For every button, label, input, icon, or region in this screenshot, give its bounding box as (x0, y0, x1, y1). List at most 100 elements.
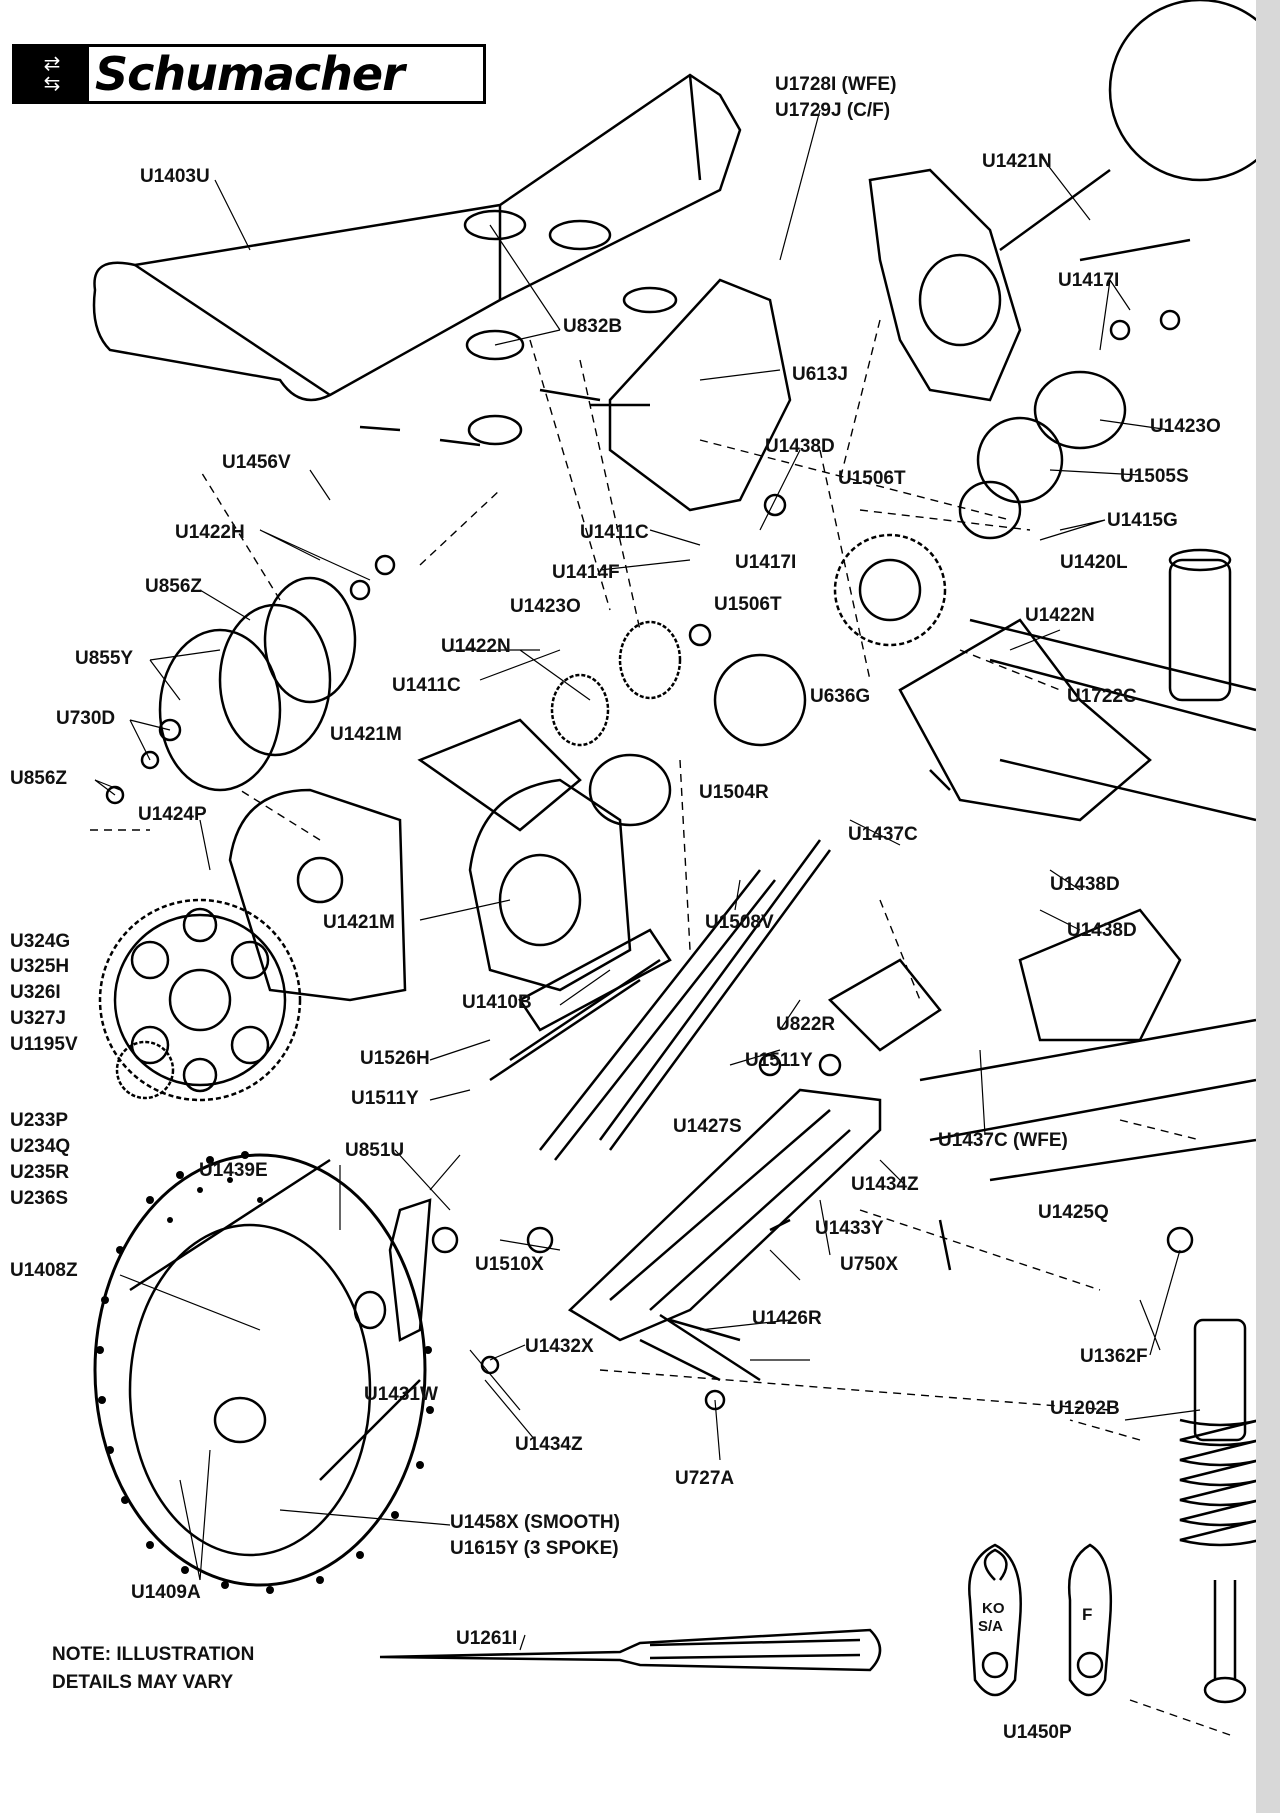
part-label: U1438D (1050, 874, 1120, 895)
part-label: U613J (792, 364, 848, 385)
slipper-plate (158, 628, 282, 792)
wing-mount (463, 209, 527, 241)
part-label: U1410B (462, 992, 532, 1013)
rear-arm-mount (898, 618, 1152, 822)
shock-body (1168, 558, 1232, 702)
part-label: U1526H (360, 1048, 430, 1069)
part-label: U1423O (1150, 416, 1221, 437)
part-label: U326I (10, 982, 61, 1003)
part-label: U327J (10, 1008, 66, 1029)
illustration-note-line2: DETAILS MAY VARY (52, 1672, 234, 1693)
drive-shaft (539, 869, 776, 1161)
servo-saver-ko (968, 1543, 1022, 1697)
part-label: U1434Z (851, 1174, 919, 1195)
part-label: U832B (563, 316, 623, 337)
motor-plate (228, 788, 407, 1002)
part-label: U1421M (323, 912, 395, 933)
servo-sa-mark: S/A (978, 1618, 1004, 1635)
part-label: U1403U (140, 166, 210, 187)
diff-ring (1033, 370, 1127, 450)
part-label: U1421M (330, 724, 402, 745)
part-label: U730D (56, 708, 116, 729)
part-label: U822R (776, 1014, 836, 1035)
suspension-arm (567, 1088, 882, 1342)
part-label: U235R (10, 1162, 70, 1183)
part-label: U1417I (1058, 270, 1120, 291)
part-label: U727A (675, 1468, 735, 1489)
part-label: U1424P (138, 804, 207, 825)
part-label: U1438D (1067, 920, 1137, 941)
page-edge-shadow (1256, 0, 1280, 1813)
part-label: U1261I (456, 1628, 518, 1649)
part-label: U1426R (752, 1308, 822, 1329)
part-label: U1422N (1025, 605, 1095, 626)
servo-saver-f (1068, 1543, 1113, 1697)
part-label: U1506T (714, 594, 782, 615)
part-label: U1511Y (745, 1050, 813, 1071)
part-label: U1458X (SMOOTH) (450, 1512, 620, 1533)
rear-plate (608, 278, 792, 512)
servo-f-mark: F (1082, 1605, 1093, 1624)
part-label: U1415G (1107, 510, 1178, 531)
bulkhead (827, 958, 942, 1052)
part-label: U1434Z (515, 1434, 583, 1455)
part-label: U1425Q (1038, 1202, 1109, 1223)
part-label: U856Z (145, 576, 203, 597)
screwdriver (379, 1628, 882, 1672)
shock-body-lower (1193, 1318, 1247, 1442)
part-label: U1437C (WFE) (938, 1130, 1068, 1151)
rear-hub (388, 1198, 432, 1342)
part-label: U1722C (1067, 686, 1137, 707)
part-label: U1431W (364, 1384, 438, 1405)
part-label: U1438D (765, 436, 835, 457)
part-label: U1450P (1003, 1722, 1072, 1743)
part-label: U1422N (441, 636, 511, 657)
part-label: U750X (840, 1254, 899, 1275)
gearbox (468, 778, 632, 992)
brand-name: Schumacher (95, 47, 405, 101)
part-label: U233P (10, 1110, 69, 1131)
part-label: U1411C (580, 522, 649, 543)
part-label: U1433Y (815, 1218, 884, 1239)
part-label: U1422H (175, 522, 245, 543)
diff-gear (833, 533, 947, 647)
part-label: U1511Y (351, 1088, 419, 1109)
illustration-note-line1: NOTE: ILLUSTRATION (52, 1644, 255, 1665)
part-label: U1729J (C/F) (775, 100, 891, 121)
part-label: U1432X (525, 1336, 594, 1357)
part-label: U1437C (848, 824, 918, 845)
part-label: U1423O (510, 596, 581, 617)
part-label: U1427S (673, 1116, 742, 1137)
part-label: U1409A (131, 1582, 201, 1603)
part-label: U324G (10, 931, 71, 952)
part-label: U325H (10, 956, 70, 977)
part-label: U1421N (982, 151, 1052, 172)
part-label: U1506T (838, 468, 906, 489)
rear-wheel (93, 1153, 427, 1587)
part-label: U1195V (10, 1034, 78, 1055)
part-label: U851U (345, 1140, 405, 1161)
part-label: U856Z (10, 768, 68, 789)
part-label: U855Y (75, 648, 134, 669)
part-label: U1508V (705, 912, 774, 933)
rear-wing (92, 73, 742, 402)
part-label: U234Q (10, 1136, 71, 1157)
part-label: U1510X (475, 1254, 544, 1275)
part-label: U1420L (1060, 552, 1128, 573)
brand-logo: ⇄⇆ Schumacher (12, 44, 486, 104)
detail-inset (1108, 0, 1280, 182)
part-label: U1408Z (10, 1260, 78, 1281)
part-label: U1615Y (3 SPOKE) (450, 1538, 619, 1559)
part-label: U636G (810, 686, 871, 707)
part-label: U1728I (WFE) (775, 74, 897, 95)
double-arrow-logo-icon: ⇄⇆ (15, 47, 89, 101)
part-label: U1417I (735, 552, 797, 573)
servo-ko-mark: KO (982, 1600, 1005, 1617)
part-label: U1504R (699, 782, 769, 803)
hub-carrier (868, 168, 1022, 402)
chassis-plate (919, 1018, 1257, 1182)
part-label: U1411C (392, 675, 461, 696)
part-label: U1362F (1080, 1346, 1148, 1367)
part-label: U236S (10, 1188, 69, 1209)
